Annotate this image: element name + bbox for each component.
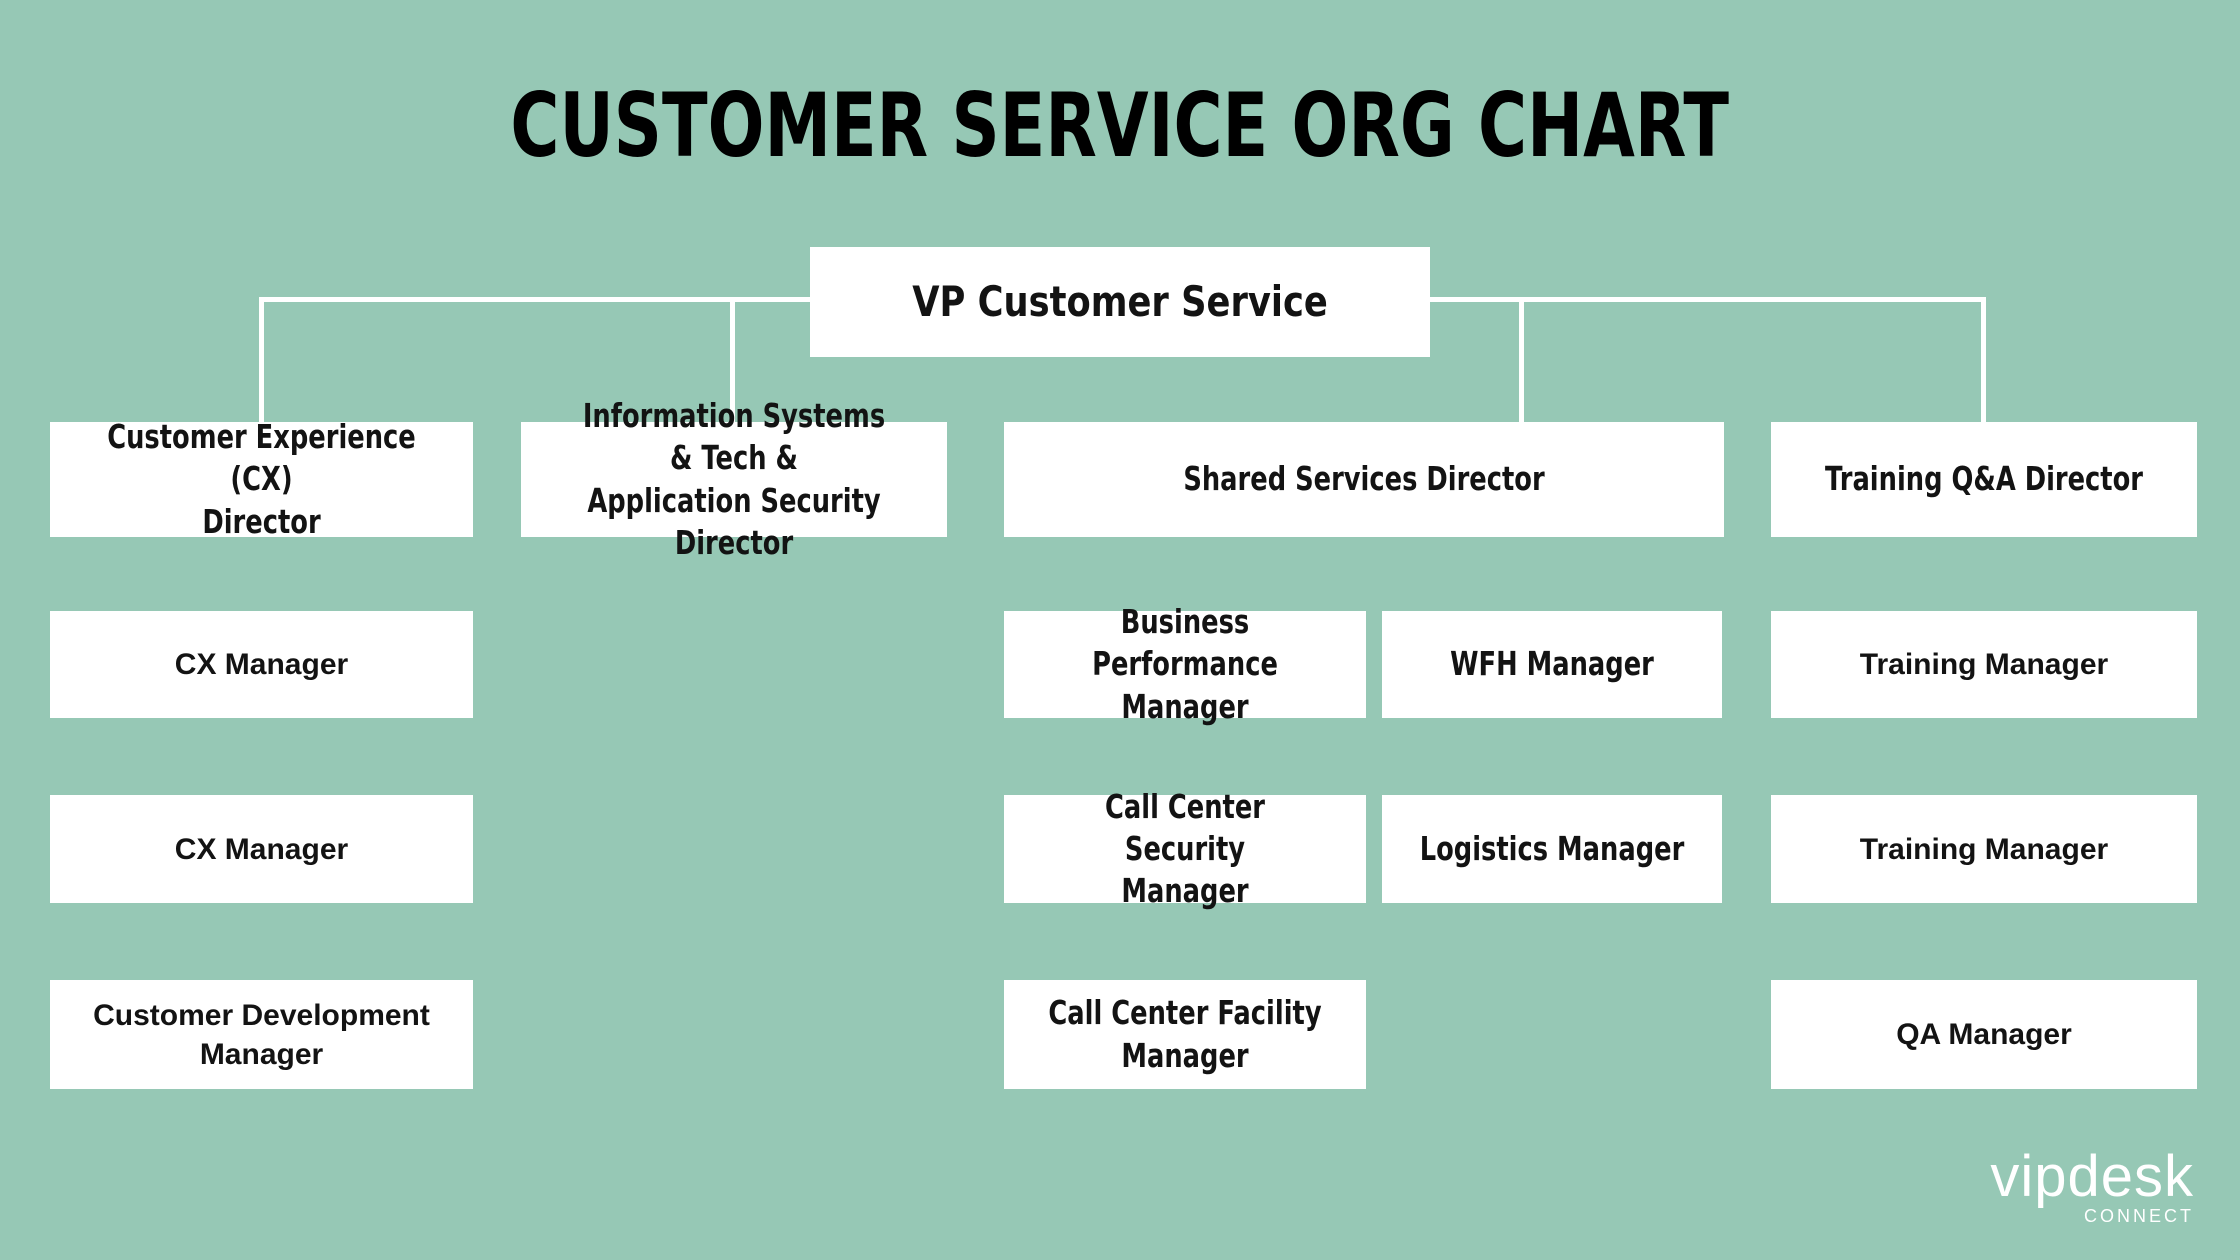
connector-drop-training-qa-director <box>1981 297 1986 423</box>
org-box-call-center-facility-manager: Call Center Facility Manager <box>1004 980 1366 1089</box>
org-box-training-manager-1: Training Manager <box>1771 611 2197 718</box>
org-box-qa-manager-label: QA Manager <box>1896 1018 2072 1051</box>
org-box-call-center-security-manager: Call Center Security Manager <box>1004 787 1366 910</box>
org-box-cx-director: Customer Experience (CX) Director <box>50 417 473 541</box>
org-box-cx-director-label: Customer Experience (CX) Director <box>107 417 416 541</box>
org-box-qa-manager: QA Manager <box>1771 980 2197 1089</box>
org-box-cx-manager-1: CX Manager <box>50 611 473 718</box>
vipdesk-logo: vipdesk CONNECT <box>1990 1144 2194 1226</box>
connector-drop-cx-director <box>259 297 264 423</box>
org-box-logistics-manager: Logistics Manager <box>1382 795 1722 903</box>
page-title: CUSTOMER SERVICE ORG CHART <box>0 82 2240 170</box>
org-box-wfh-manager: WFH Manager <box>1382 611 1722 718</box>
org-box-customer-development-manager-label: Customer Development Manager <box>93 998 430 1071</box>
org-box-customer-development-manager: Customer Development Manager <box>50 980 473 1089</box>
org-box-logistics-manager-label: Logistics Manager <box>1419 828 1685 868</box>
org-box-call-center-facility-manager-label: Call Center Facility Manager <box>1048 993 1322 1075</box>
org-box-information-systems-director: Information Systems & Tech & Application… <box>521 396 947 562</box>
vipdesk-logo-connect-text: CONNECT <box>2084 1206 2194 1226</box>
org-box-training-qa-director-label: Training Q&A Director <box>1825 459 2143 499</box>
org-box-shared-services-director: Shared Services Director <box>1004 422 1724 537</box>
org-box-training-manager-2: Training Manager <box>1771 795 2197 903</box>
org-box-business-performance-manager-label: Business Performance Manager <box>1092 602 1278 726</box>
org-box-cx-manager-1-label: CX Manager <box>174 648 349 681</box>
org-box-training-qa-director: Training Q&A Director <box>1771 422 2197 537</box>
org-box-training-manager-2-label: Training Manager <box>1859 832 2109 866</box>
org-box-vp-customer-service-label: VP Customer Service <box>912 277 1328 327</box>
connector-drop-is-director <box>730 297 735 423</box>
org-box-wfh-manager-label: WFH Manager <box>1450 644 1654 684</box>
org-box-vp-customer-service: VP Customer Service <box>810 247 1430 357</box>
connector-drop-shared-services-director <box>1519 297 1524 423</box>
org-box-cx-manager-2: CX Manager <box>50 795 473 903</box>
org-box-shared-services-director-label: Shared Services Director <box>1183 459 1545 499</box>
org-box-business-performance-manager: Business Performance Manager <box>1004 602 1366 726</box>
org-box-cx-manager-2-label: CX Manager <box>174 832 349 866</box>
page-title-text: CUSTOMER SERVICE ORG CHART <box>510 74 1730 177</box>
vipdesk-logo-wordmark: vipdesk <box>1990 1144 2194 1209</box>
org-box-call-center-security-manager-label: Call Center Security Manager <box>1105 786 1265 911</box>
org-box-training-manager-1-label: Training Manager <box>1859 648 2109 681</box>
org-box-information-systems-director-label: Information Systems & Tech & Application… <box>582 396 886 562</box>
